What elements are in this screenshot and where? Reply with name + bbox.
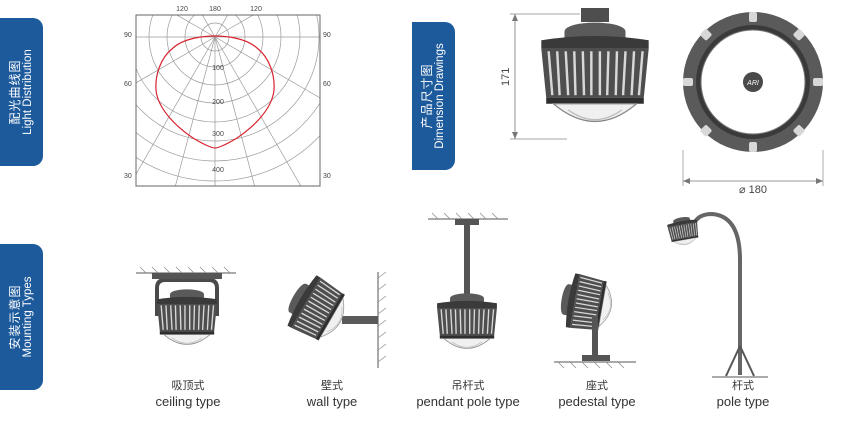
radial-label: 400 <box>212 167 224 174</box>
caption-en: pedestal type <box>558 394 636 409</box>
brand-logo: ARI <box>746 80 759 87</box>
caption-wall-type: 壁式 wall type <box>282 378 382 410</box>
caption-pole-type: 杆式 pole type <box>696 378 790 410</box>
caption-ceiling-type: 吸顶式 ceiling type <box>138 378 238 410</box>
section-title-en: Mounting Types <box>21 276 34 358</box>
angle-label: 120 <box>176 6 188 13</box>
caption-pendant-pole-type: 吊杆式 pendant pole type <box>400 378 536 410</box>
caption-en: pendant pole type <box>416 394 520 409</box>
caption-zh: 座式 <box>586 379 608 392</box>
section-title-en: Light Distribution <box>21 49 34 135</box>
section-tab-dimension-drawings: 产品尺寸图 Dimension Drawings <box>412 22 455 170</box>
caption-en: pole type <box>716 394 770 409</box>
caption-pedestal-type: 座式 pedestal type <box>542 378 652 410</box>
caption-en: wall type <box>306 394 358 409</box>
fin-notches <box>683 12 823 152</box>
section-tab-light-distribution: 配光曲线图 Light Distribution <box>0 18 43 166</box>
mounting-pendant-illustration <box>428 212 508 350</box>
section-tab-mounting-types: 安装示意图 Mounting Types <box>0 244 43 390</box>
angle-label: 90 <box>124 32 132 39</box>
dimension-side-view: 171 <box>500 8 650 140</box>
light-distribution-curve <box>155 35 275 149</box>
radial-label: 100 <box>212 65 224 72</box>
mounting-ceiling-illustration <box>136 266 236 346</box>
section-title-en: Dimension Drawings <box>433 43 446 149</box>
angle-label: 90 <box>323 32 331 39</box>
angle-label: 60 <box>323 81 331 88</box>
height-dimension: 171 <box>500 68 512 86</box>
mounting-wall-illustration <box>282 270 387 368</box>
chart-frame <box>135 14 321 187</box>
diameter-dimension: ⌀ 180 <box>739 184 767 196</box>
light-distribution-chart: 120 180 120 90 60 30 90 60 30 100 200 30… <box>124 6 331 187</box>
angle-label: 180 <box>209 6 221 13</box>
mounting-pole-illustration <box>666 211 768 378</box>
mounting-pedestal-illustration <box>554 271 636 369</box>
radial-label: 300 <box>212 131 224 138</box>
angle-label: 60 <box>124 81 132 88</box>
section-title-zh: 安装示意图 <box>7 284 22 350</box>
radial-label: 200 <box>212 99 224 106</box>
caption-zh: 吸顶式 <box>171 379 205 392</box>
angle-label: 30 <box>124 173 132 180</box>
angle-label: 120 <box>250 6 262 13</box>
section-title-zh: 产品尺寸图 <box>419 63 434 129</box>
section-title-zh: 配光曲线图 <box>7 59 22 125</box>
caption-zh: 杆式 <box>732 379 754 392</box>
caption-zh: 壁式 <box>321 379 343 392</box>
caption-en: ceiling type <box>155 394 221 409</box>
polar-grid <box>136 15 320 186</box>
caption-zh: 吊杆式 <box>451 379 485 392</box>
dimension-top-view: ARI ⌀ 180 <box>682 12 824 196</box>
angle-label: 30 <box>323 173 331 180</box>
